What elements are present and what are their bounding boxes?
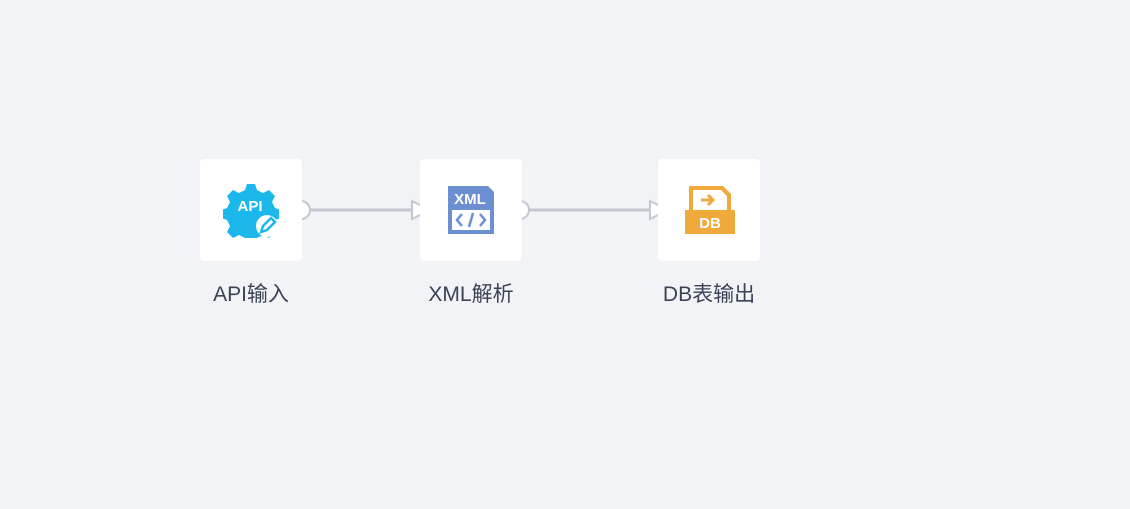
node-label-api: API输入 xyxy=(213,283,289,306)
api-icon-text: API xyxy=(237,198,262,215)
node-db-output[interactable]: DB xyxy=(658,159,760,261)
node-label-xml: XML解析 xyxy=(428,283,514,306)
api-gear-icon: API xyxy=(223,184,279,238)
node-xml-parse[interactable]: XML xyxy=(420,159,522,261)
db-icon-text: DB xyxy=(699,215,721,232)
xml-icon-text: XML xyxy=(454,191,486,208)
node-label-db: DB表输出 xyxy=(662,283,756,306)
xml-file-icon: XML xyxy=(448,186,494,234)
edge-xml-to-db[interactable] xyxy=(510,199,671,221)
node-api-input[interactable]: API xyxy=(200,159,302,261)
db-output-icon: DB xyxy=(685,186,735,234)
edge-api-to-xml[interactable] xyxy=(291,199,433,221)
